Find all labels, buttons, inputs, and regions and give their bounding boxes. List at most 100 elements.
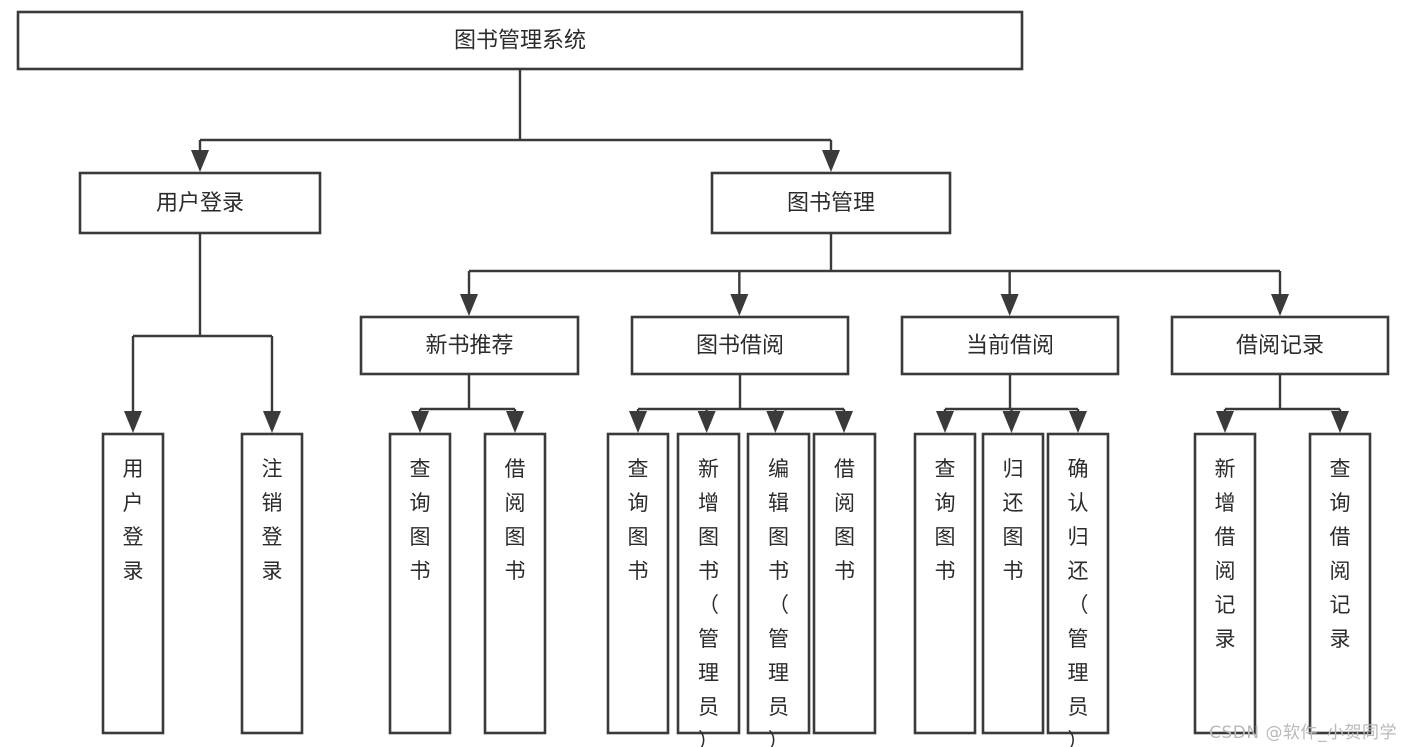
connector-arrow	[629, 409, 647, 433]
level3-box[interactable]	[630, 315, 850, 376]
arrow-head-icon	[629, 411, 647, 433]
leaf-label: 用户登录	[123, 457, 144, 583]
connector-group	[133, 233, 272, 338]
connector-group	[200, 69, 831, 142]
leaf-label: 编辑图书（管理员）	[768, 457, 789, 747]
leaf-label: 注销登录	[262, 457, 283, 583]
arrow-head-icon	[697, 411, 716, 433]
level3-label: 当前借阅	[966, 334, 1054, 359]
leaf-box[interactable]	[913, 432, 977, 735]
leaf-node[interactable]: 用户登录	[101, 432, 165, 735]
arrow-head-icon	[730, 294, 749, 316]
arrow-head-icon	[1002, 411, 1021, 433]
level3-node[interactable]: 新书推荐	[359, 315, 580, 376]
arrow-head-icon	[766, 411, 785, 433]
connector-group	[420, 374, 515, 411]
connector-arrow	[1069, 409, 1087, 433]
connector-arrow	[936, 409, 954, 433]
leaf-box[interactable]	[606, 432, 670, 735]
level2-label: 用户登录	[156, 191, 244, 216]
arrow-head-icon	[1216, 411, 1234, 433]
leaf-box[interactable]	[101, 432, 165, 735]
connector-arrow	[697, 409, 716, 433]
connector-arrow	[822, 140, 840, 172]
arrow-head-icon	[263, 411, 281, 433]
root-box[interactable]	[16, 10, 1024, 71]
level3-node[interactable]: 借阅记录	[1170, 315, 1390, 376]
level3-label: 新书推荐	[425, 334, 513, 359]
arrow-head-icon	[822, 150, 840, 172]
leaf-box[interactable]	[676, 432, 741, 735]
connector-group	[469, 233, 1280, 273]
level2-node[interactable]: 图书管理	[710, 171, 952, 235]
arrow-head-icon	[1069, 411, 1087, 433]
leaf-box[interactable]	[812, 432, 877, 735]
root-label: 图书管理系统	[454, 29, 586, 54]
leaf-node[interactable]: 新增图书（管理员）	[676, 432, 741, 747]
level3-box[interactable]	[359, 315, 580, 376]
arrow-head-icon	[506, 411, 524, 433]
leaf-label: 查询图书	[935, 457, 956, 583]
arrow-head-icon	[1331, 411, 1349, 433]
leaf-node[interactable]: 编辑图书（管理员）	[746, 432, 811, 747]
leaf-node[interactable]: 查询图书	[606, 432, 670, 735]
leaf-label: 查询借阅记录	[1330, 457, 1351, 651]
arrow-head-icon	[124, 411, 142, 433]
leaf-label: 借阅图书	[834, 457, 855, 583]
connector-arrow	[1002, 409, 1021, 433]
level2-box[interactable]	[78, 171, 322, 235]
leaf-box[interactable]	[1193, 432, 1257, 735]
connector-arrow	[1271, 271, 1289, 316]
leaf-node[interactable]: 新增借阅记录	[1193, 432, 1257, 735]
connector-arrow	[1216, 409, 1234, 433]
leaf-node[interactable]: 注销登录	[240, 432, 304, 735]
leaf-node[interactable]: 借阅图书	[483, 432, 547, 735]
leaf-node[interactable]: 归还图书	[981, 432, 1045, 735]
arrow-head-icon	[460, 294, 478, 316]
leaf-node[interactable]: 查询图书	[388, 432, 452, 735]
level3-box[interactable]	[900, 315, 1120, 376]
level3-node[interactable]: 图书借阅	[630, 315, 850, 376]
connector-arrow	[460, 271, 478, 316]
connector-arrow	[766, 409, 785, 433]
arrow-head-icon	[411, 411, 429, 433]
connector-arrow	[124, 336, 142, 433]
leaf-label: 确认归还（管理员）	[1068, 457, 1089, 747]
connector-group	[638, 374, 844, 411]
level2-node[interactable]: 用户登录	[78, 171, 322, 235]
connector-group	[945, 374, 1078, 411]
leaf-box[interactable]	[483, 432, 547, 735]
level3-node[interactable]: 当前借阅	[900, 315, 1120, 376]
connector-arrow	[263, 336, 281, 433]
leaf-box[interactable]	[388, 432, 452, 735]
leaf-label: 借阅图书	[505, 457, 526, 583]
leaf-node[interactable]: 确认归还（管理员）	[1046, 432, 1110, 747]
leaf-label: 查询图书	[628, 457, 649, 583]
connector-arrow	[506, 409, 524, 433]
level3-box[interactable]	[1170, 315, 1390, 376]
connector-arrow	[730, 271, 749, 316]
leaf-label: 归还图书	[1003, 457, 1024, 583]
root-node[interactable]: 图书管理系统	[16, 10, 1024, 71]
leaf-node[interactable]: 借阅图书	[812, 432, 877, 735]
leaf-label: 查询图书	[410, 457, 431, 583]
connector-arrow	[191, 140, 209, 172]
leaf-box[interactable]	[746, 432, 811, 735]
level2-label: 图书管理	[787, 191, 875, 216]
arrow-head-icon	[191, 150, 209, 172]
connector-group	[1225, 374, 1340, 411]
arrow-head-icon	[936, 411, 954, 433]
arrow-head-icon	[1000, 294, 1019, 316]
leaf-box[interactable]	[1046, 432, 1110, 735]
leaf-box[interactable]	[981, 432, 1045, 735]
connector-arrow	[411, 409, 429, 433]
leaf-box[interactable]	[240, 432, 304, 735]
leaf-label: 新增借阅记录	[1215, 457, 1236, 651]
arrow-head-icon	[835, 411, 853, 433]
leaf-box[interactable]	[1308, 432, 1372, 735]
level2-box[interactable]	[710, 171, 952, 235]
leaf-node[interactable]: 查询借阅记录	[1308, 432, 1372, 735]
leaf-node[interactable]: 查询图书	[913, 432, 977, 735]
csdn-watermark: CSDN @软件_小贺同学	[1209, 723, 1397, 743]
